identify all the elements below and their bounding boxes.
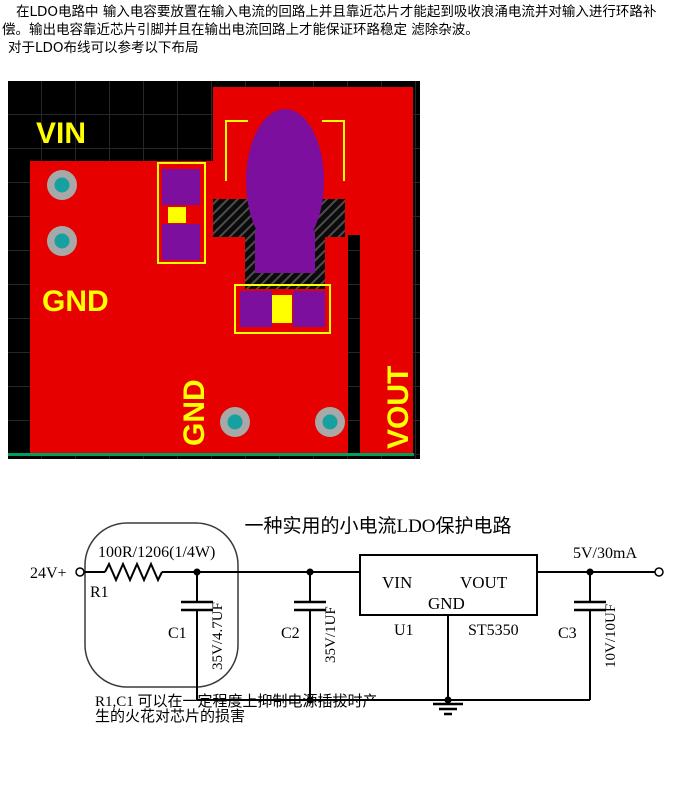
wires: [84, 561, 655, 701]
c1-ref-label: C1: [168, 625, 187, 642]
u1-pin-vout-label: VOUT: [460, 573, 508, 592]
c2-ref-label: C2: [281, 625, 300, 642]
via-pad-gnd-left: [47, 226, 77, 256]
intro-line-1: 在LDO电路中 输入电容要放置在输入电流的回路上并且靠近芯片才能起到吸收浪涌电流…: [16, 4, 657, 20]
c3-value-label: 10V/10UF: [603, 604, 619, 668]
copper-vout-strip: [360, 87, 413, 453]
schematic-labels: 24V+ 5V/30mA 100R/1206(1/4W) R1 C1 35V/4…: [30, 544, 637, 725]
mid-smd-body: [272, 295, 292, 323]
junction-dot: [444, 696, 452, 704]
intro-paragraph: 在LDO电路中 输入电容要放置在输入电流的回路上并且靠近芯片才能起到吸收浪涌电流…: [2, 3, 698, 57]
pcb-label-gnd-bottom: GND: [178, 379, 211, 446]
r1-value-label: 100R/1206(1/4W): [98, 544, 215, 561]
left-smd-body: [168, 207, 186, 223]
schematic-image: 一种实用的小电流LDO保护电路: [30, 515, 664, 725]
output-voltage-label: 5V/30mA: [573, 545, 637, 562]
u1-pin-vin-label: VIN: [382, 573, 412, 592]
c1-value-label: 35V/4.7UF: [210, 602, 226, 670]
input-terminal: [75, 567, 85, 577]
pcb-label-gnd-left: GND: [42, 285, 109, 318]
pcb-label-vin: VIN: [36, 117, 86, 150]
junction-dot: [586, 568, 594, 576]
components: [162, 109, 325, 327]
via-pad-vin: [47, 170, 77, 200]
schematic-title: 一种实用的小电流LDO保护电路: [244, 515, 511, 537]
junction-dot: [193, 568, 201, 576]
junction-dots: [193, 568, 594, 704]
protection-region-outline: [84, 522, 239, 688]
u1-part-label: ST5350: [468, 622, 519, 639]
c2-value-label: 35V/1UF: [323, 606, 339, 663]
left-smd-pad-top: [162, 169, 200, 205]
mid-smd-outline: [234, 284, 331, 334]
u1-ref-label: U1: [394, 622, 414, 639]
pcb-silk-labels: VIN GND GND VOUT: [36, 117, 415, 449]
note-line-1: R1,C1 可以在一定程度上抑制电源插拔时产: [95, 693, 378, 710]
capacitor-plates: [181, 600, 606, 612]
left-smd-outline: [157, 162, 206, 264]
resistor-r1: [104, 561, 163, 583]
intro-line-3: 对于LDO布线可以参考以下布局: [8, 40, 199, 56]
r1-ref-label: R1: [90, 584, 109, 601]
pcb-label-vout: VOUT: [382, 366, 415, 449]
output-terminal: [654, 567, 664, 577]
junction-dot: [306, 568, 314, 576]
note-line-2: 生的火花对芯片的损害: [95, 708, 245, 725]
via-pad-gnd-bottom: [220, 407, 250, 437]
input-voltage-label: 24V+: [30, 565, 67, 582]
ground-symbol: [433, 702, 463, 716]
mid-smd-pad-left: [240, 291, 272, 327]
pcb-layout-image: VIN GND GND VOUT: [8, 81, 420, 459]
highlight-bodies: [168, 207, 292, 323]
cap-body: [246, 109, 324, 253]
cap-bracket-left: [225, 120, 248, 181]
pcb-bottom-rail: [8, 453, 414, 456]
left-smd-pad-bottom: [162, 224, 200, 260]
via-pads: [47, 170, 345, 437]
u1-pin-gnd-label: GND: [428, 594, 465, 613]
mid-smd-pad-right: [293, 291, 325, 327]
highlight-outlines: [157, 120, 345, 334]
junction-dot: [306, 696, 314, 704]
cap-bracket-right: [322, 120, 345, 181]
cap-lower-pad: [255, 231, 315, 273]
via-pad-vout: [315, 407, 345, 437]
intro-line-2: 偿。输出电容靠近芯片引脚并且在输出电流回路上才能保证环路稳定 滤除杂波。: [2, 22, 479, 38]
c3-ref-label: C3: [558, 625, 577, 642]
ic-u1-box: [359, 554, 538, 616]
